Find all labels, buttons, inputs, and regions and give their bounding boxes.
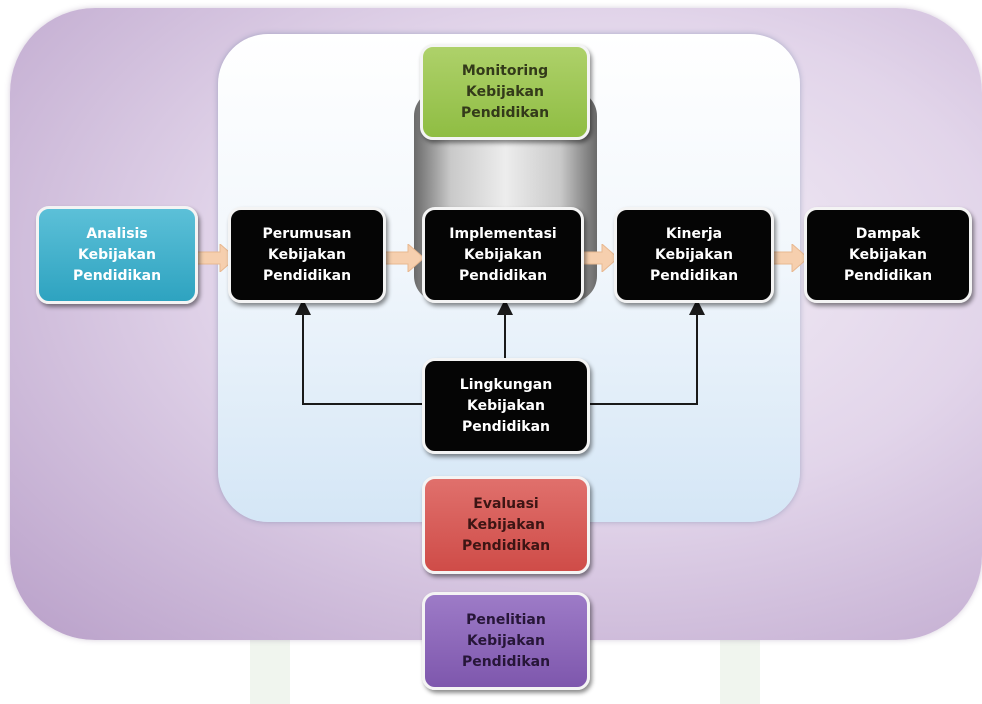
line-to-perumusan (295, 299, 424, 405)
line-to-kinerja (590, 299, 705, 405)
box-analisis: Analisis Kebijakan Pendidikan (36, 206, 198, 304)
box-monitoring: Monitoring Kebijakan Pendidikan (420, 44, 590, 140)
box-implementasi: Implementasi Kebijakan Pendidikan (422, 207, 584, 303)
box-lingkungan: Lingkungan Kebijakan Pendidikan (422, 358, 590, 454)
box-penelitian: Penelitian Kebijakan Pendidikan (422, 592, 590, 690)
box-evaluasi: Evaluasi Kebijakan Pendidikan (422, 476, 590, 574)
box-kinerja: Kinerja Kebijakan Pendidikan (614, 207, 774, 303)
arrow-kinerja-dampak (768, 244, 808, 272)
box-dampak: Dampak Kebijakan Pendidikan (804, 207, 972, 303)
arrow-perumusan-implementasi (384, 244, 424, 272)
box-perumusan: Perumusan Kebijakan Pendidikan (228, 207, 386, 303)
arrow-implementasi-kinerja (578, 244, 618, 272)
